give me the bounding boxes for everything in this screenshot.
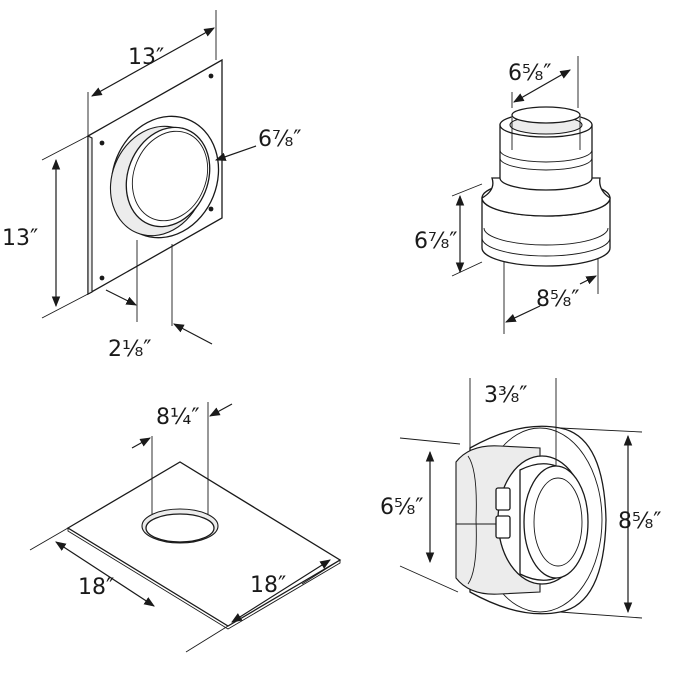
dim-label-collar-depth: 2¹⁄₈″: [108, 337, 152, 362]
dim-label-top-diameter: 6⁵⁄₈″: [508, 61, 552, 86]
ceiling-plate-diagram: 8¼″ 18″ 18″: [29, 402, 342, 653]
collar: [109, 115, 220, 239]
screw-hole: [99, 275, 105, 281]
increaser-top: [499, 124, 593, 191]
dim-label-bottom-diameter: 8⁵⁄₈″: [536, 287, 580, 312]
dim-label-hole-diameter: 8¼″: [156, 405, 200, 430]
screw-hole: [208, 206, 214, 212]
cap-bracket: [495, 487, 511, 511]
dim-label-side-a: 18″: [78, 575, 114, 600]
ceiling-plate: [66, 461, 342, 627]
increaser-diagram: 6⁵⁄₈″ 6⁷⁄₈″ 8⁵⁄₈″: [414, 56, 611, 334]
dim-label-collar-diameter: 6⁷⁄₈″: [258, 127, 302, 152]
increaser-base: [481, 197, 611, 267]
dim-label-height: 6⁷⁄₈″: [414, 229, 458, 254]
dim-label-outer-diameter: 8⁵⁄₈″: [618, 509, 662, 534]
dim-label-side-height: 13″: [2, 226, 38, 251]
termination-cap-diagram: 3³⁄₈″ 6⁵⁄₈″ 8⁵⁄₈″: [380, 378, 662, 619]
dim-label-top-width: 13″: [128, 45, 164, 70]
screw-hole: [99, 140, 105, 146]
screw-hole: [208, 73, 214, 79]
dim-label-inner-diameter: 6⁵⁄₈″: [380, 495, 424, 520]
dim-label-depth: 3³⁄₈″: [484, 383, 528, 408]
increaser-transition: [481, 177, 611, 217]
dim-label-side-b: 18″: [250, 573, 286, 598]
cap-bracket: [495, 515, 511, 539]
wall-plate-diagram: 13″ 13″ 6⁷⁄₈″ 2¹⁄₈″: [2, 10, 302, 362]
wall-plate-edge: [87, 135, 93, 295]
